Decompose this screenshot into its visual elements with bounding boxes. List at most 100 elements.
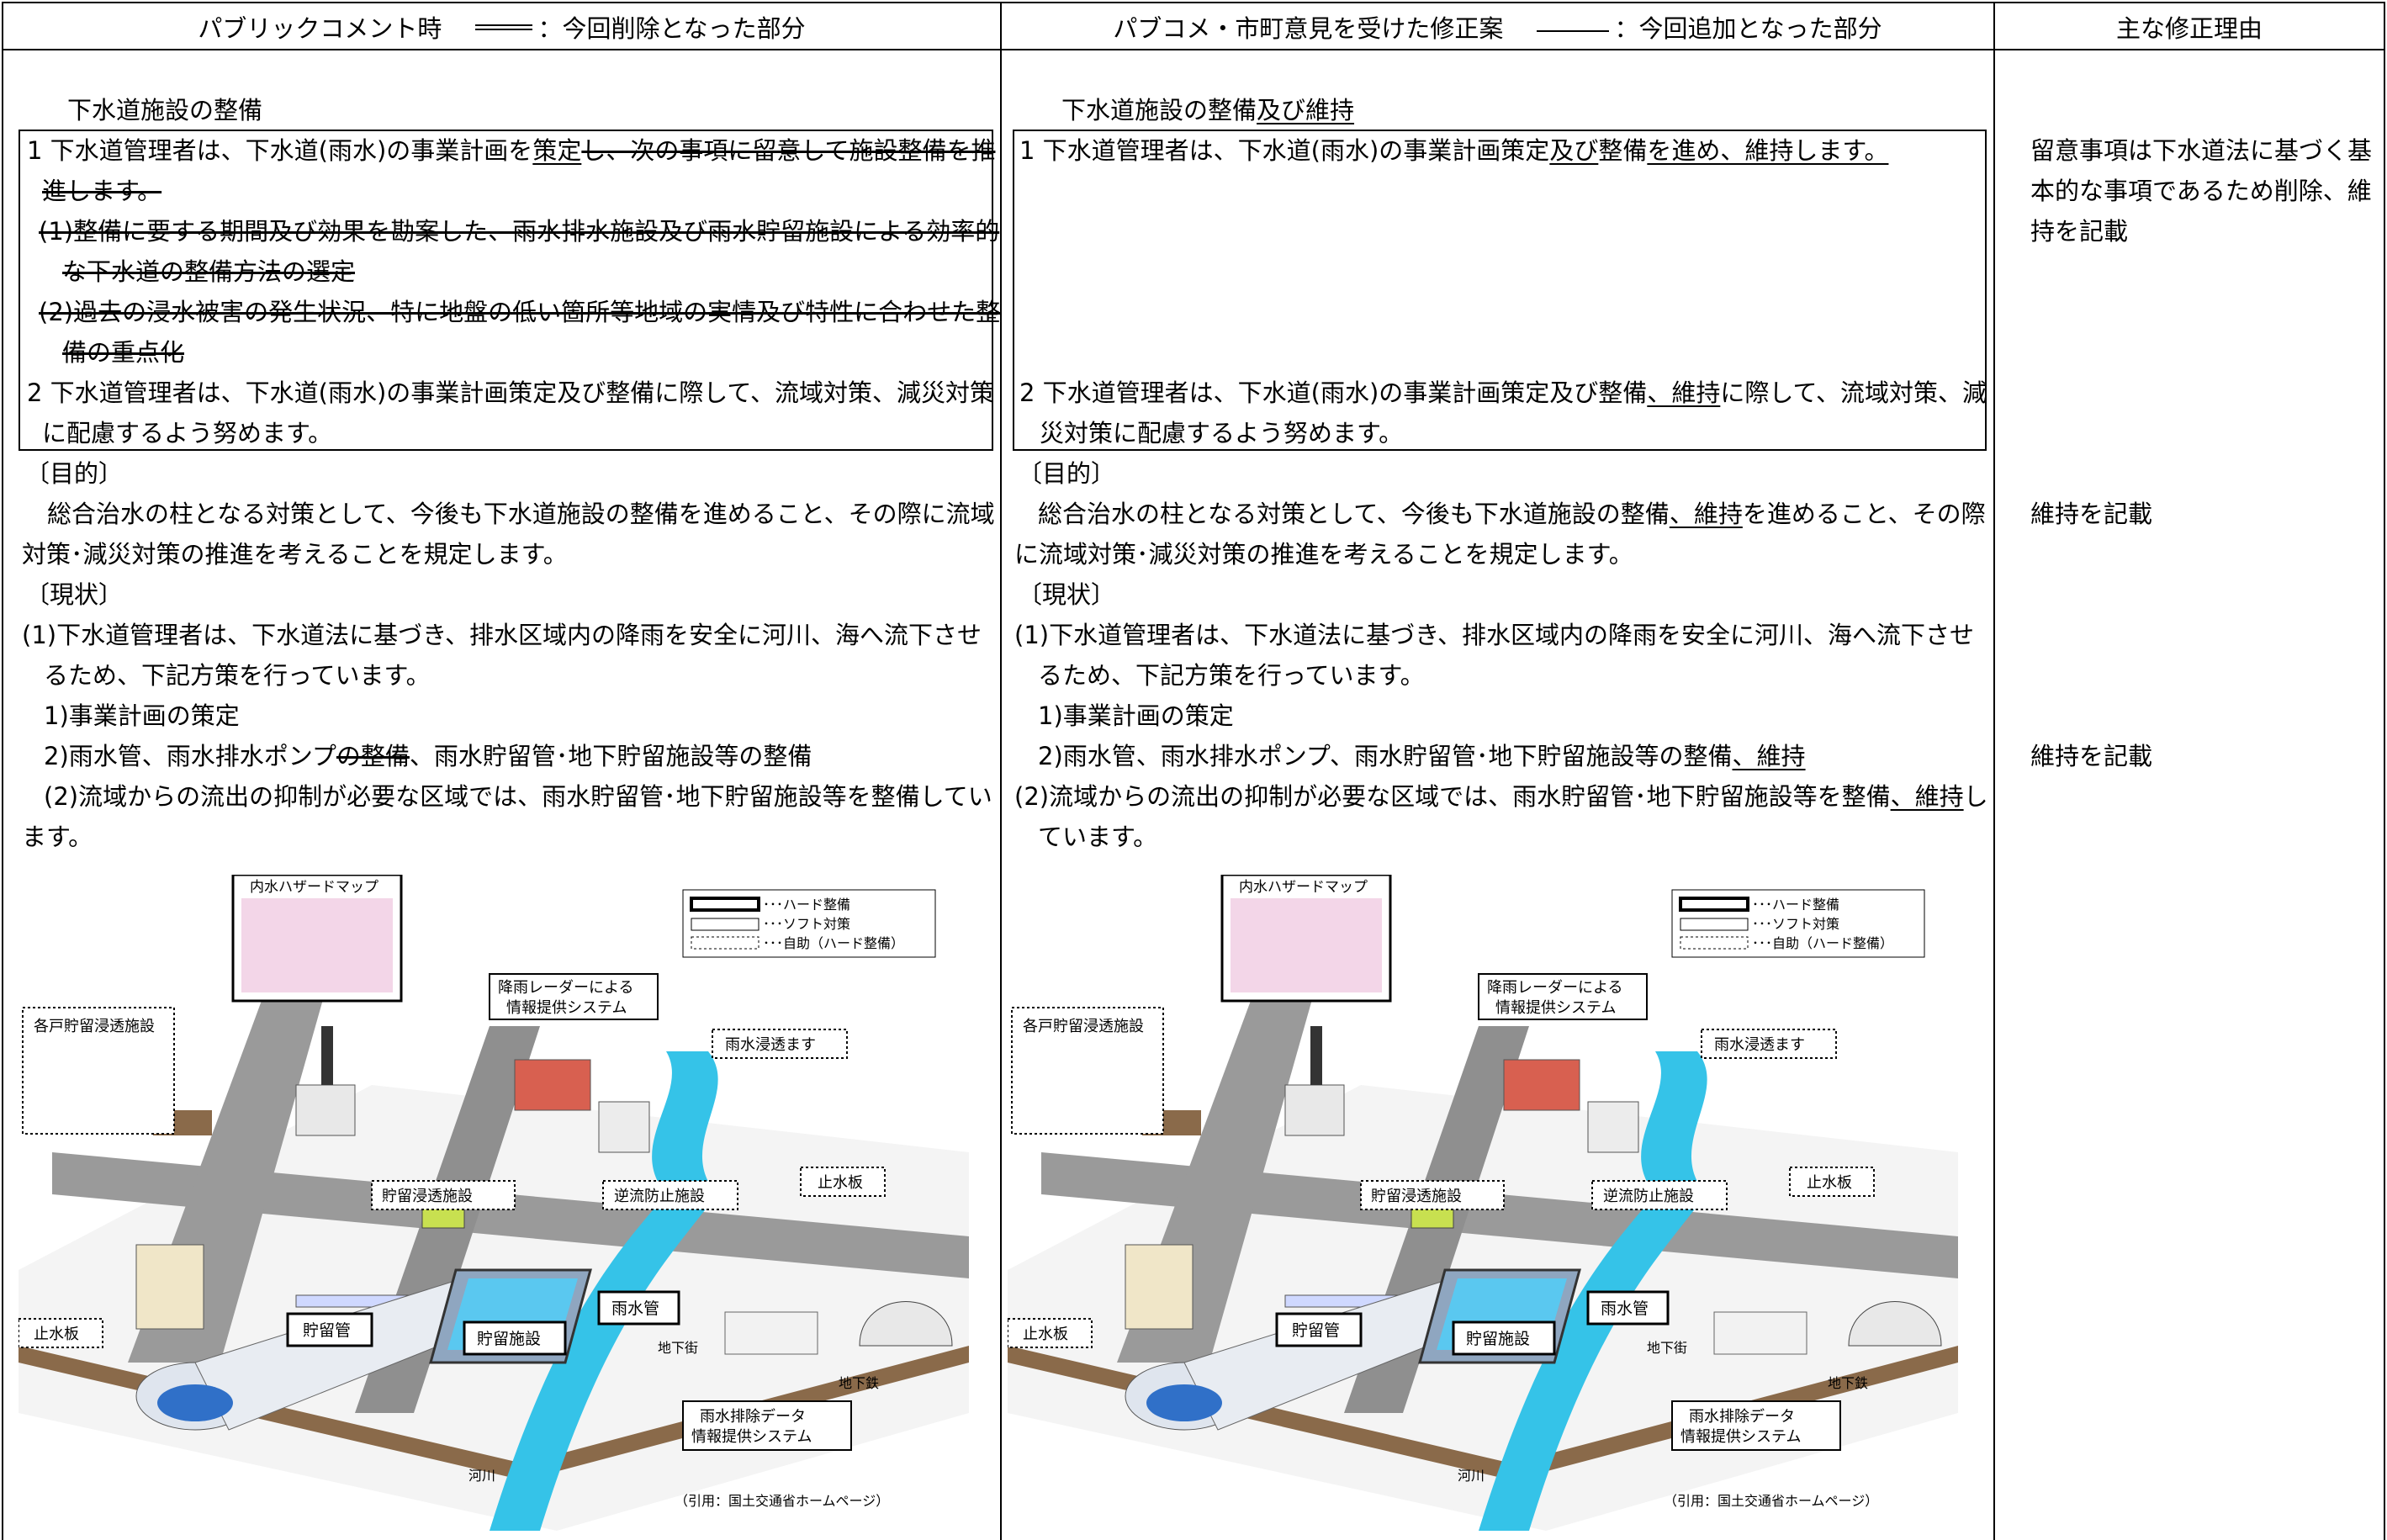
left-flood-measures-diagram: 内水ハザードマップ ･･･ハード整備 ･･･ソフト対策 ･･･自助（ハード整備）… <box>19 875 969 1531</box>
header-divider <box>2 49 2385 50</box>
backflow-label: 逆流防止施設 <box>1603 1188 1694 1205</box>
left-purpose-1: 総合治水の柱となる対策として、今後も下水道施設の整備を進めること、その際に流域 <box>47 500 995 528</box>
stop-board-label-right: 止水板 <box>1807 1174 1852 1192</box>
underground-mall-building <box>724 1311 818 1355</box>
legend-soft-label: ･･･ソフト対策 <box>763 916 850 932</box>
right-purpose-1: 総合治水の柱となる対策として、今後も下水道施設の整備、維持を進めること、その際 <box>1038 500 1986 528</box>
column-divider-2 <box>1993 2 1995 1540</box>
header-col2-legend: ：今回追加となった部分 <box>1614 14 1882 43</box>
rain-pipe-label: 雨水管 <box>1601 1299 1649 1318</box>
reason-1: 留意事項は下水道法に基づく基 本的な事項であるため削除、維 持を記載 <box>2030 136 2373 246</box>
left-box-line6: 備の重点化 <box>62 338 185 367</box>
hazard-map-label: 内水ハザードマップ <box>250 879 378 896</box>
storage-fac-label-box <box>463 1320 567 1356</box>
radar-label-1: 降雨レーダーによる <box>498 979 633 997</box>
legend-hard-label: ･･･ハード整備 <box>763 897 850 913</box>
legend-self-swatch <box>691 936 760 950</box>
reason-2: 維持を記載 <box>2030 500 2153 528</box>
legend-soft-swatch <box>1680 918 1749 931</box>
apartment-building <box>135 1244 204 1330</box>
drain-data-label-2: 情報提供システム <box>691 1428 812 1446</box>
left-section-title: 下水道施設の整備 <box>67 96 263 124</box>
right-box-line7: 2 下水道管理者は、下水道(雨水)の事業計画策定及び整備、維持に際して、流域対策… <box>1019 378 1987 407</box>
office-building <box>598 1101 650 1153</box>
left-article-box <box>19 130 993 451</box>
left-status-2: るため、下記方策を行っています。 <box>44 661 431 690</box>
legend-soft-label: ･･･ソフト対策 <box>1752 916 1839 932</box>
legend-hard-swatch <box>1679 897 1749 912</box>
storage-pipe-label: 貯留管 <box>1292 1321 1340 1340</box>
right-section-title: 下水道施設の整備及び維持 <box>1061 96 1355 124</box>
household-label-box <box>1011 1007 1164 1135</box>
stop-board-label-box-right <box>800 1167 886 1197</box>
right-purpose-heading: 〔目的〕 <box>1018 459 1116 488</box>
right-box-line8: 災対策に配慮するよう努めます。 <box>1040 419 1404 447</box>
radar-tower <box>321 1026 333 1085</box>
radar-building <box>295 1084 356 1136</box>
citation: （引用：国土交通省ホームページ） <box>1664 1493 1878 1509</box>
radar-building <box>1284 1084 1345 1136</box>
river-label: 河川 <box>1458 1468 1485 1484</box>
right-status-6: ています。 <box>1038 823 1158 851</box>
left-status-6: ます。 <box>22 823 93 851</box>
right-status-3: 1)事業計画の策定 <box>1038 701 1234 730</box>
subway-tunnel <box>1848 1301 1942 1347</box>
underground-label: 地下街 <box>658 1340 698 1356</box>
radar-label-2: 情報提供システム <box>506 999 627 1017</box>
storage-fac-label-box <box>1452 1320 1556 1356</box>
drain-data-label-1: 雨水排除データ <box>1689 1408 1795 1426</box>
storage-pipe-water <box>157 1384 233 1421</box>
header-col2: パブコメ・市町意見を受けた修正案 ：今回追加となった部分 <box>1002 3 1993 50</box>
hazard-map-label: 内水ハザードマップ <box>1239 879 1368 896</box>
rain-pipe-label-box <box>597 1290 680 1326</box>
storage-pipe-label-box <box>286 1312 373 1347</box>
backflow-label-box <box>1591 1180 1728 1210</box>
subway-label: 地下鉄 <box>1828 1375 1868 1391</box>
right-status-4: 2)雨水管、雨水排水ポンプ、雨水貯留管･地下貯留施設等の整備、維持 <box>1038 742 1806 770</box>
infiltration-label: 雨水浸透ます <box>1714 1036 1805 1054</box>
radar-label-1: 降雨レーダーによる <box>1487 979 1622 997</box>
hazard-map-image <box>1231 898 1382 992</box>
left-status-5: (2)流域からの流出の抑制が必要な区域では、雨水貯留管･地下貯留施設等を整備して… <box>44 782 992 811</box>
infiltration-label-box <box>1701 1029 1837 1059</box>
legend-hard-label: ･･･ハード整備 <box>1752 897 1839 913</box>
left-status-4: 2)雨水管、雨水排水ポンプの整備、雨水貯留管･地下貯留施設等の整備 <box>44 742 812 770</box>
deleted-legend-line <box>475 24 533 30</box>
rain-pipe-label-box <box>1586 1290 1670 1326</box>
office-building <box>1587 1101 1639 1153</box>
radar-label-box <box>1478 973 1648 1020</box>
subway-label: 地下鉄 <box>839 1375 879 1391</box>
right-purpose-2: に流域対策･減災対策の推進を考えることを規定します。 <box>1014 540 1633 569</box>
subway-tunnel <box>859 1301 953 1347</box>
drain-data-label-box <box>1671 1400 1841 1451</box>
radar-tower <box>1310 1026 1322 1085</box>
storage-fac-label: 貯留施設 <box>477 1330 541 1348</box>
left-status-3: 1)事業計画の策定 <box>44 701 240 730</box>
legend-self-swatch <box>1680 936 1749 950</box>
apartment-building <box>1125 1244 1194 1330</box>
header-col1-legend: ：今回削除となった部分 <box>537 14 806 43</box>
right-status-1: (1)下水道管理者は、下水道法に基づき、排水区域内の降雨を安全に河川、海へ流下さ… <box>1014 621 1975 649</box>
left-purpose-heading: 〔目的〕 <box>25 459 124 488</box>
hazard-map-image <box>241 898 393 992</box>
added-legend-line <box>1537 22 1610 32</box>
radar-label-box <box>489 973 659 1020</box>
header-col2-title: パブコメ・市町意見を受けた修正案 <box>1113 14 1504 43</box>
left-box-line8: に配慮するよう努めます。 <box>42 419 333 447</box>
left-status-1: (1)下水道管理者は、下水道法に基づき、排水区域内の降雨を安全に河川、海へ流下さ… <box>22 621 982 649</box>
storage-inf-label-box <box>1360 1180 1505 1210</box>
road-horizontal <box>1041 1152 1958 1278</box>
commercial-building <box>1503 1059 1580 1111</box>
left-box-line5: (2)過去の浸水被害の発生状況、特に地盤の低い箇所等地域の実情及び特性に合わせた… <box>39 298 1001 326</box>
right-status-5: (2)流域からの流出の抑制が必要な区域では、雨水貯留管･地下貯留施設等を整備、維… <box>1014 782 1988 811</box>
underground-label: 地下街 <box>1647 1340 1687 1356</box>
infiltration-label-box <box>712 1029 848 1059</box>
header-col1: パブリックコメント時 ：今回削除となった部分 <box>3 3 1000 50</box>
backflow-label-box <box>602 1180 738 1210</box>
storage-inf-label: 貯留浸透施設 <box>382 1188 473 1205</box>
stop-board-label-right: 止水板 <box>818 1174 863 1192</box>
header-col1-title: パブリックコメント時 <box>198 14 442 43</box>
storage-pipe-label-box <box>1275 1312 1363 1347</box>
household-label-box <box>22 1007 175 1135</box>
